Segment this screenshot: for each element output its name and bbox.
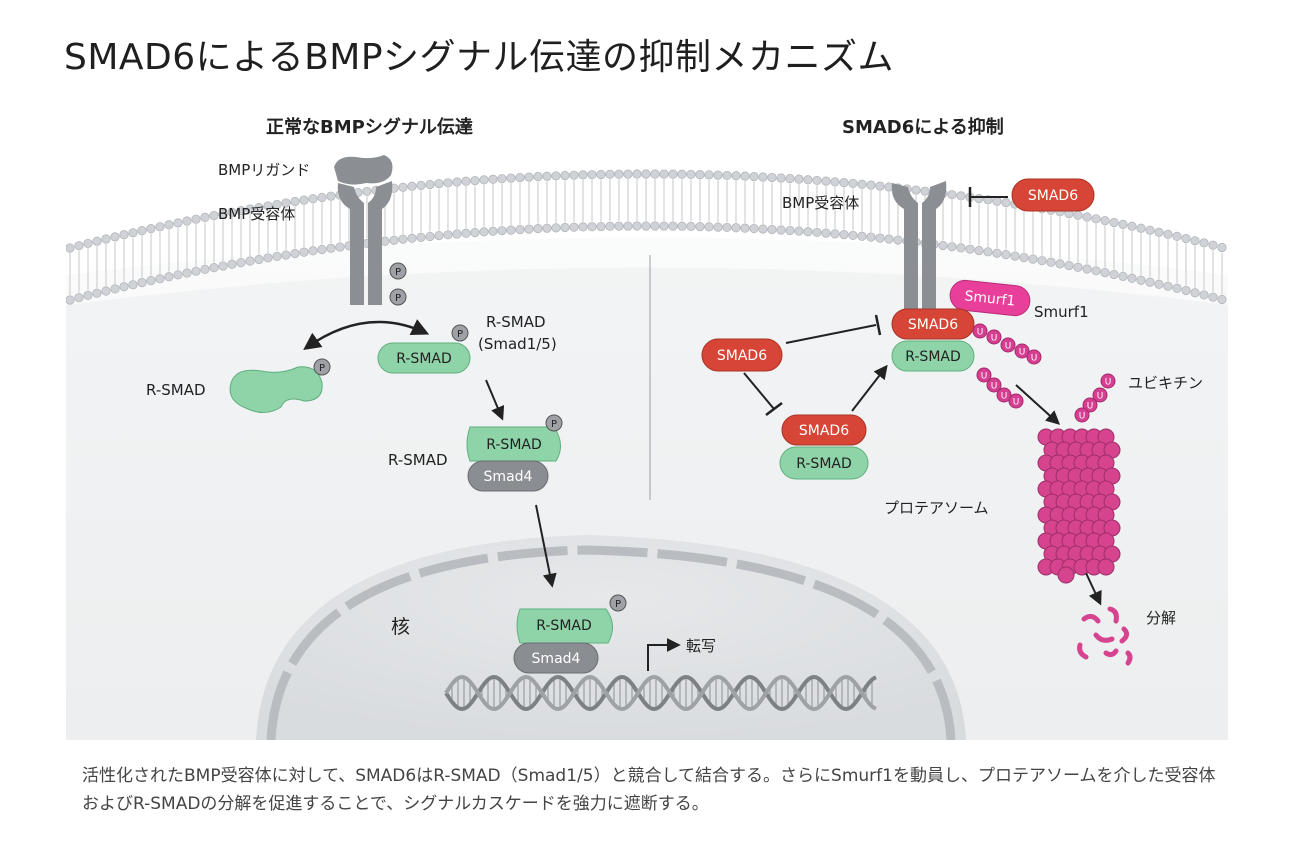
svg-text:U: U <box>1019 348 1026 358</box>
rsmad-free-label: R-SMAD <box>146 381 206 399</box>
svg-text:U: U <box>991 382 998 392</box>
arrow-to-complex <box>485 379 505 421</box>
complex-smad4-label: Smad4 <box>484 469 533 485</box>
receptor-label-right: BMP受容体 <box>782 194 859 212</box>
smurf1-pill: Smurf1 <box>949 279 1031 317</box>
page-title: SMAD6によるBMPシグナル伝達の抑制メカニズム <box>64 37 895 78</box>
smad6-left-label: SMAD6 <box>717 348 767 364</box>
phospho-free-rsmad: P <box>319 363 325 374</box>
svg-text:Smurf1: Smurf1 <box>964 288 1016 309</box>
degradation-label: 分解 <box>1146 609 1176 627</box>
phospho-receptor-1: P <box>395 267 401 278</box>
dna-helix <box>444 674 877 712</box>
rsmad-pill <box>377 342 471 374</box>
smad6-complex <box>781 414 867 446</box>
pathway-diagram: 核 正常なBMPシグナル伝達 BMPリガンド BMP受容体 P P P R-SM… <box>66 116 1228 740</box>
smad6-complex-label: SMAD6 <box>799 423 849 439</box>
rsmad-desc-line2: (Smad1/5) <box>478 335 557 353</box>
bmp-receptor-left: P P <box>337 181 407 306</box>
caption: 活性化されたBMP受容体に対して、SMAD6はR-SMAD（Smad1/5）と競… <box>82 766 1216 814</box>
phospho-rsmad-pill: P <box>457 329 463 340</box>
smurf1-label: Smurf1 <box>1034 303 1089 321</box>
smad6-bound-label: SMAD6 <box>908 317 958 333</box>
svg-text:U: U <box>991 334 998 344</box>
bmp-ligand <box>334 155 393 185</box>
smad6-top-label: SMAD6 <box>1028 188 1078 204</box>
phospho-complex: P <box>551 419 557 430</box>
complex-label: R-SMAD <box>388 451 448 469</box>
inhibition-low <box>743 372 775 410</box>
arrow-to-proteasome <box>1015 384 1061 425</box>
smad6-bound <box>891 308 975 340</box>
rsmad-free: P <box>229 358 331 413</box>
rsmad-desc-line1: R-SMAD <box>486 313 546 331</box>
transcription-label: 転写 <box>686 637 716 655</box>
receptor-label-left: BMP受容体 <box>218 205 295 223</box>
rsmad-complex <box>779 446 869 480</box>
phospho-receptor-2: P <box>395 293 401 304</box>
complex-rsmad-label: R-SMAD <box>486 437 542 453</box>
nuclear-complex: R-SMAD P Smad4 <box>513 594 627 674</box>
phospho-nuclear: P <box>615 599 621 610</box>
svg-text:U: U <box>1031 354 1038 364</box>
svg-text:U: U <box>977 328 984 338</box>
proteasome <box>1037 428 1121 584</box>
left-panel-heading: 正常なBMPシグナル伝達 <box>266 116 473 138</box>
transcription-arrow <box>647 638 681 671</box>
svg-text:U: U <box>1105 378 1112 388</box>
arrow-to-degradation <box>1085 572 1102 606</box>
arrow-to-nucleus <box>535 504 557 588</box>
ubiquitin-label: ユビキチン <box>1128 374 1203 392</box>
svg-text:U: U <box>1005 342 1012 352</box>
nuc-rsmad-label: R-SMAD <box>536 618 592 634</box>
pathway-figure: 核 正常なBMPシグナル伝達 BMPリガンド BMP受容体 P P P R-SM… <box>66 105 1228 740</box>
nuc-smad4-label: Smad4 <box>532 651 581 667</box>
svg-text:U: U <box>1079 412 1086 422</box>
arrow-to-receptor <box>851 364 888 412</box>
rsmad-pill-label: R-SMAD <box>396 351 452 367</box>
svg-text:U: U <box>981 372 988 382</box>
svg-text:U: U <box>1001 392 1008 402</box>
rsmad-complex-label: R-SMAD <box>796 456 852 472</box>
bmp-receptor-right <box>891 181 947 313</box>
rsmad-bound <box>891 340 975 372</box>
activation-arrow <box>303 319 430 351</box>
svg-text:U: U <box>1087 402 1094 412</box>
proteasome-label: プロテアソーム <box>884 499 989 517</box>
svg-text:U: U <box>1013 398 1020 408</box>
right-panel-heading: SMAD6による抑制 <box>842 117 1004 138</box>
rsmad-bound-label: R-SMAD <box>905 349 961 365</box>
degradation-fragments <box>1077 606 1133 666</box>
svg-text:U: U <box>1097 392 1104 402</box>
smad6-left <box>701 338 783 372</box>
inhibition-mid <box>785 324 877 344</box>
rsmad-smad4-complex: R-SMAD P Smad4 <box>466 414 563 492</box>
ligand-label: BMPリガンド <box>218 161 310 179</box>
smad6-top <box>1011 178 1095 212</box>
nucleus-label: 核 <box>391 616 410 638</box>
